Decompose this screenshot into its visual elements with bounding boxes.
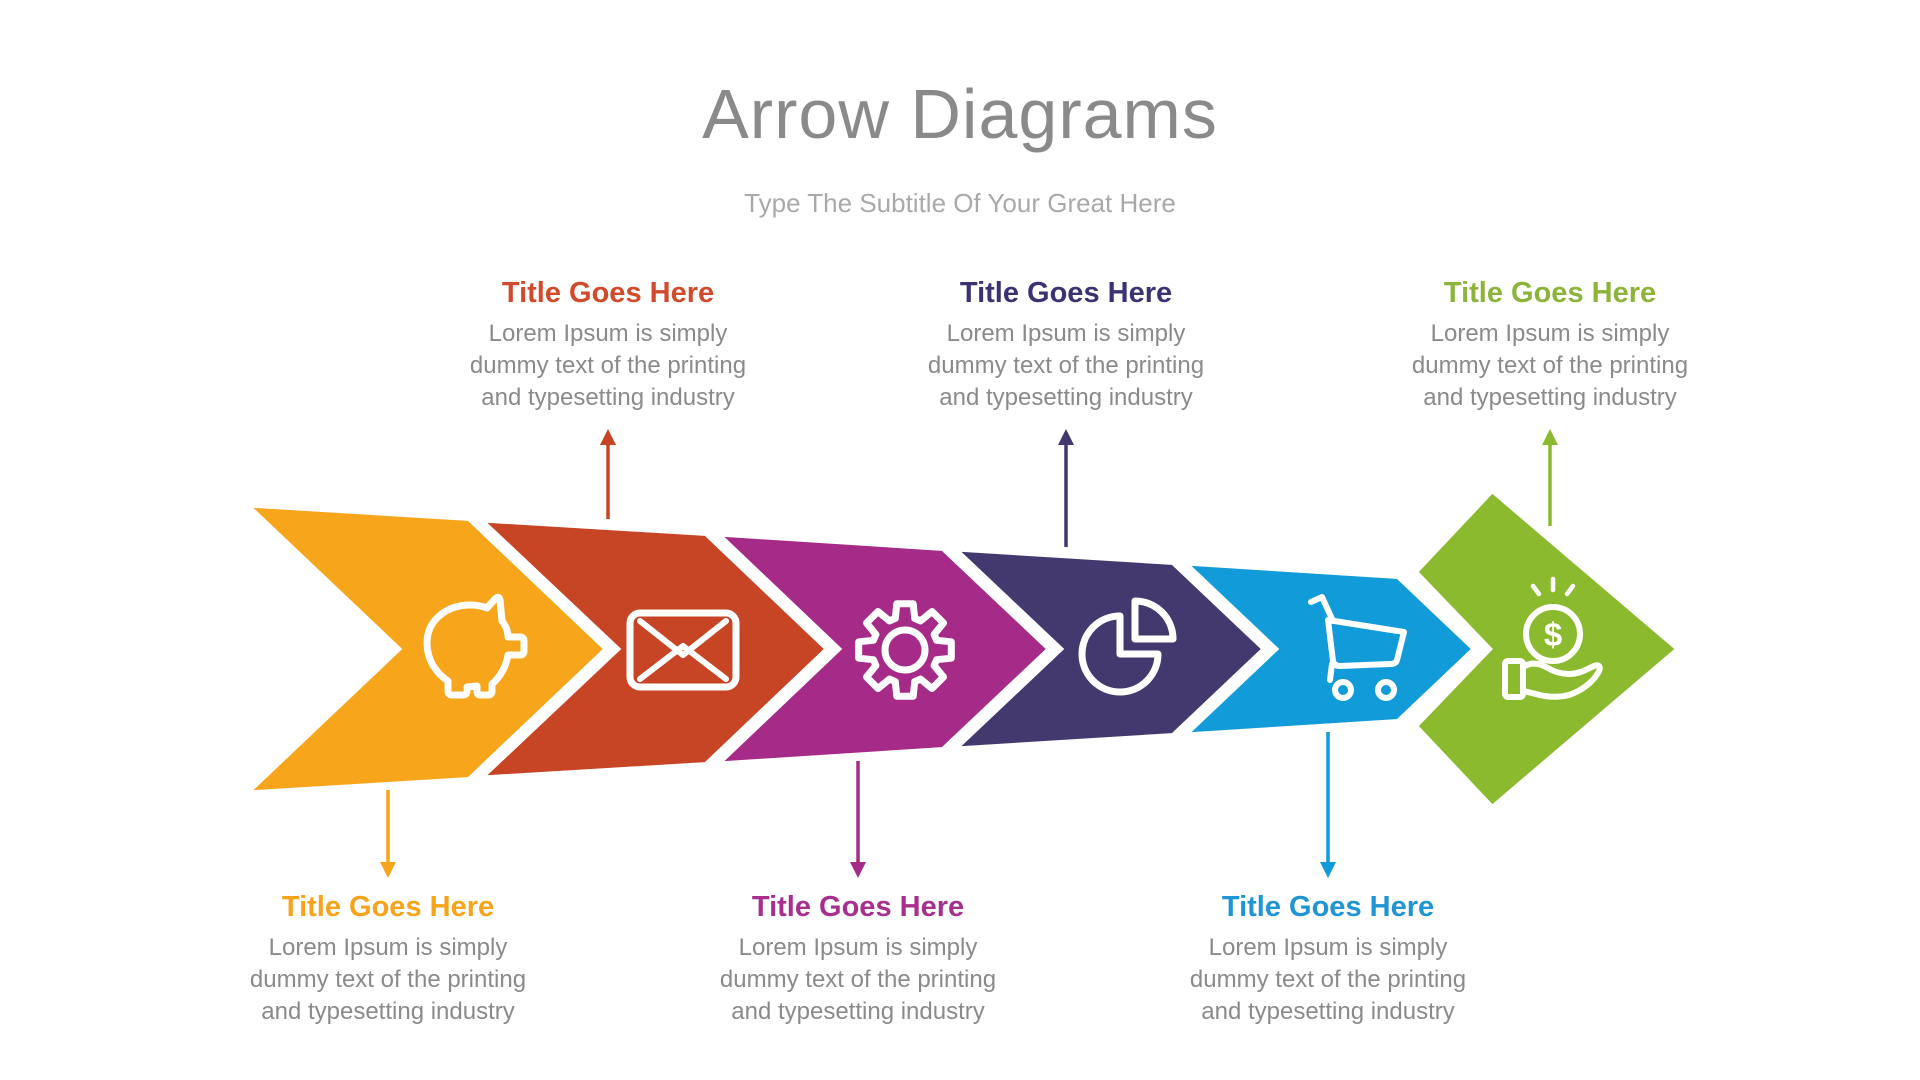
shopping-cart-icon bbox=[1308, 594, 1407, 701]
connector-arrow-segment-1 bbox=[380, 790, 396, 878]
callout-segment-5: Title Goes Here Lorem Ipsum is simply du… bbox=[1138, 890, 1518, 1028]
callout-segment-3: Title Goes Here Lorem Ipsum is simply du… bbox=[668, 890, 1048, 1028]
callout-body-line: dummy text of the printing bbox=[927, 352, 1205, 379]
connector-arrow-segment-6 bbox=[1542, 429, 1558, 526]
arrowhead-down-icon bbox=[380, 862, 396, 878]
arrowhead-down-icon bbox=[1320, 862, 1336, 878]
connector-arrow-segment-2 bbox=[600, 429, 616, 519]
callout-body-line: Lorem Ipsum is simply bbox=[738, 934, 978, 961]
callout-body-line: dummy text of the printing bbox=[249, 966, 527, 993]
segment-icons: $ bbox=[423, 576, 1603, 701]
callout-body-line: and typesetting industry bbox=[1201, 998, 1455, 1025]
callout-title: Title Goes Here bbox=[1443, 277, 1657, 309]
callout-segment-1: Title Goes Here Lorem Ipsum is simply du… bbox=[198, 890, 578, 1028]
page-title: Arrow Diagrams bbox=[702, 75, 1218, 153]
hand-coin-icon: $ bbox=[1502, 576, 1603, 700]
arrowhead-down-icon bbox=[850, 862, 866, 878]
callout-body-line: Lorem Ipsum is simply bbox=[1208, 934, 1448, 961]
callout-body-line: and typesetting industry bbox=[731, 998, 985, 1025]
callout-body-line: dummy text of the printing bbox=[1411, 352, 1689, 379]
callout-title: Title Goes Here bbox=[281, 891, 495, 923]
callout-body-line: and typesetting industry bbox=[261, 998, 515, 1025]
callout-title: Title Goes Here bbox=[501, 277, 715, 309]
arrowhead-up-icon bbox=[1058, 429, 1074, 445]
callout-segment-4: Title Goes Here Lorem Ipsum is simply du… bbox=[876, 276, 1256, 414]
gear-icon bbox=[855, 600, 955, 700]
arrowhead-up-icon bbox=[600, 429, 616, 445]
page-subtitle: Type The Subtitle Of Your Great Here bbox=[744, 188, 1176, 218]
callout-body-line: dummy text of the printing bbox=[719, 966, 997, 993]
callout-body-line: and typesetting industry bbox=[1423, 384, 1677, 411]
callout-body-line: Lorem Ipsum is simply bbox=[488, 320, 728, 347]
connector-arrows bbox=[380, 429, 1558, 878]
callout-body-line: dummy text of the printing bbox=[1189, 966, 1467, 993]
callout-body-line: Lorem Ipsum is simply bbox=[1430, 320, 1670, 347]
connector-arrow-segment-5 bbox=[1320, 732, 1336, 878]
connector-arrow-segment-4 bbox=[1058, 429, 1074, 547]
callout-body-line: dummy text of the printing bbox=[469, 352, 747, 379]
callout-title: Title Goes Here bbox=[959, 277, 1173, 309]
connector-arrow-segment-3 bbox=[850, 761, 866, 878]
callout-segment-6: Title Goes Here Lorem Ipsum is simply du… bbox=[1360, 276, 1740, 414]
callout-body-line: Lorem Ipsum is simply bbox=[946, 320, 1186, 347]
chevron-segment-5 bbox=[1164, 554, 1486, 744]
chevron-arrowhead-6 bbox=[1405, 480, 1690, 818]
arrowhead-up-icon bbox=[1542, 429, 1558, 445]
piggy-bank-icon bbox=[423, 593, 528, 699]
callout-body-line: Lorem Ipsum is simply bbox=[268, 934, 508, 961]
callout-body-line: and typesetting industry bbox=[939, 384, 1193, 411]
callout-segment-2: Title Goes Here Lorem Ipsum is simply du… bbox=[418, 276, 798, 414]
chevron-segments bbox=[226, 480, 1690, 818]
envelope-icon bbox=[626, 609, 740, 691]
callout-title: Title Goes Here bbox=[1221, 891, 1435, 923]
pie-chart-icon bbox=[1078, 597, 1177, 696]
dollar-sign: $ bbox=[1544, 616, 1562, 653]
callout-body-line: and typesetting industry bbox=[481, 384, 735, 411]
callout-title: Title Goes Here bbox=[751, 891, 965, 923]
